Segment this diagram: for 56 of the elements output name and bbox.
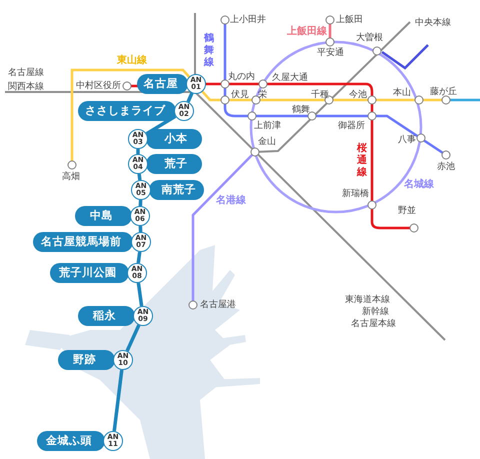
station-name-label: 中央本線 <box>415 18 451 28</box>
station-name-label: 名古屋本線 <box>351 319 396 329</box>
rail-line <box>136 282 144 306</box>
station-name-label: 上飯田 <box>336 15 363 25</box>
station-name-label: 高畑 <box>62 172 80 182</box>
rail-line <box>137 174 142 180</box>
station-name-label: 久屋大通 <box>272 73 308 83</box>
station-name-label: 新瑞橋 <box>342 189 369 199</box>
rail-line <box>146 114 176 136</box>
rail-line <box>112 370 124 432</box>
station-name-label: 中島 <box>75 206 132 226</box>
station-name-label: 名古屋港 <box>200 300 236 310</box>
station-name-label: 名古屋競馬場前 <box>33 232 133 252</box>
line-name-label: 鶴舞線 <box>204 33 215 69</box>
station-name-label: 中村区役所 <box>76 81 121 91</box>
station-name-label: 小本 <box>146 129 202 149</box>
station-name-label: 千種 <box>311 90 329 100</box>
station-name-label: 野並 <box>398 206 416 216</box>
rail-line <box>186 92 194 103</box>
station-name-label: 今池 <box>349 90 367 100</box>
station-name-label: 伏見 <box>231 90 249 100</box>
station-name-label: 名古屋線 <box>8 68 44 78</box>
line-name-label: 東山線 <box>117 56 147 66</box>
station-name-label: 野跡 <box>58 350 115 370</box>
rail-line <box>126 324 140 352</box>
station-name-label: 八事 <box>398 135 416 145</box>
station-name-label: 金城ふ頭 <box>37 431 105 451</box>
line-name-label: 上飯田線 <box>287 27 327 37</box>
station-name-label: 荒子川公園 <box>50 263 129 283</box>
station-name-label: 金山 <box>258 137 276 147</box>
station-name-label: 名古屋 <box>137 74 188 94</box>
station-name-label: 平安通 <box>317 48 344 58</box>
station-name-label: 東海道本線 <box>345 295 390 305</box>
station-name-label: 赤池 <box>437 162 455 172</box>
station-name-label: 稲永 <box>78 306 135 326</box>
rail-line <box>138 200 142 206</box>
station-name-label: 本山 <box>393 88 411 98</box>
rail-line <box>138 226 142 232</box>
station-name-label: 大曽根 <box>356 33 383 43</box>
line-name-label: 桜通線 <box>357 143 368 179</box>
station-name-label: ささしまライブ <box>78 101 176 121</box>
station-name-label: 丸の内 <box>228 72 255 82</box>
station-name-label: 栄 <box>258 90 267 100</box>
station-name-label: 南荒子 <box>149 180 204 200</box>
station-name-label: 上小田井 <box>230 15 266 25</box>
station-name-label: 荒子 <box>146 154 202 174</box>
line-name-label: 名港線 <box>216 196 246 206</box>
station-name-label: 新幹線 <box>362 307 389 317</box>
rail-line <box>136 252 142 264</box>
station-name-label: 上前津 <box>254 121 281 131</box>
station-name-label: 御器所 <box>338 121 365 131</box>
station-name-label: 藤が丘 <box>430 87 457 97</box>
line-name-label: 名城線 <box>404 180 434 190</box>
rail-line <box>136 149 140 154</box>
station-name-label: 鶴舞 <box>292 105 310 115</box>
station-name-label: 関西本線 <box>8 82 44 92</box>
